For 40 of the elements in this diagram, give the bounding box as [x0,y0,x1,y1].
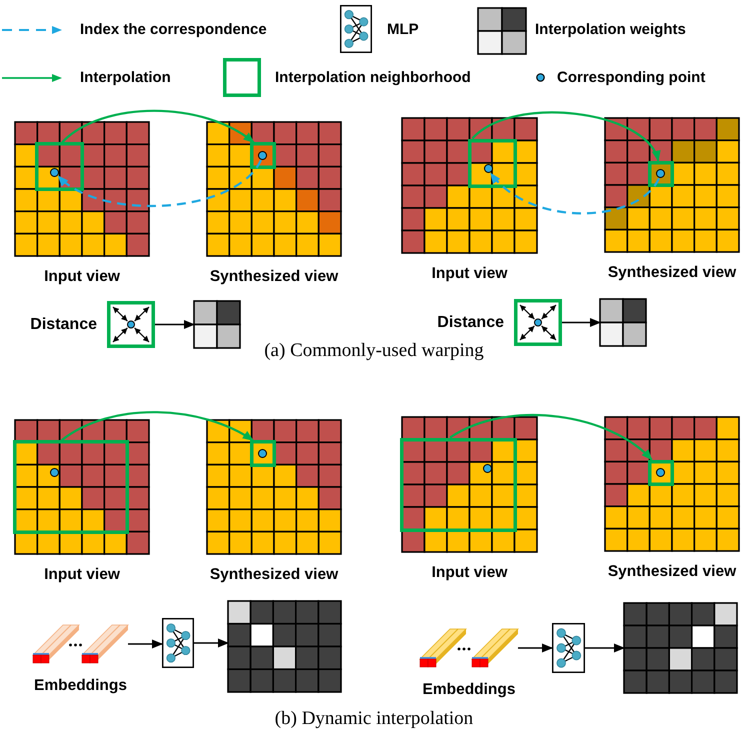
legend-label: Interpolation neighborhood [275,69,471,87]
arrow [61,110,254,144]
arrow [585,644,625,652]
view-caption: Synthesized view [606,563,738,581]
arrow [128,640,163,648]
neighborhood-box [468,138,516,188]
dashed-arrow [490,172,660,214]
embeddings-caption: Embeddings [32,677,128,695]
view-caption: Input view [43,566,121,584]
arrow [60,411,254,442]
neighborhood-box [13,440,129,534]
arrow [518,644,553,652]
neighborhood-box [35,142,84,191]
dashed-arrow [58,159,262,207]
neighborhood-box [250,440,276,467]
neighborhood-box [250,142,276,169]
view-caption: Input view [430,265,508,283]
legend-label: Interpolation [80,69,171,87]
distance-label: Distance [437,314,504,332]
arrow [194,638,229,648]
view-caption: Input view [43,268,121,286]
neighborhood-box [400,438,516,532]
panel-caption: (a) Commonly-used warping [263,340,485,362]
view-caption: Synthesized view [208,566,340,584]
legend-label: Interpolation weights [535,21,686,39]
arrow [472,111,660,162]
neighborhood-box [648,460,674,486]
embeddings-caption: Embeddings [421,681,516,699]
neighborhood-box [648,160,674,187]
view-caption: Input view [430,564,508,582]
view-caption: Synthesized view [208,268,340,286]
arrow [562,318,601,327]
distance-label: Distance [30,316,97,334]
arrow [450,414,652,460]
arrow [155,320,195,329]
legend-label: Corresponding point [557,69,706,87]
panel-caption: (b) Dynamic interpolation [274,708,474,730]
view-caption: Synthesized view [606,264,738,282]
legend-label: Index the correspondence [80,21,267,39]
legend-label: MLP [387,21,419,39]
